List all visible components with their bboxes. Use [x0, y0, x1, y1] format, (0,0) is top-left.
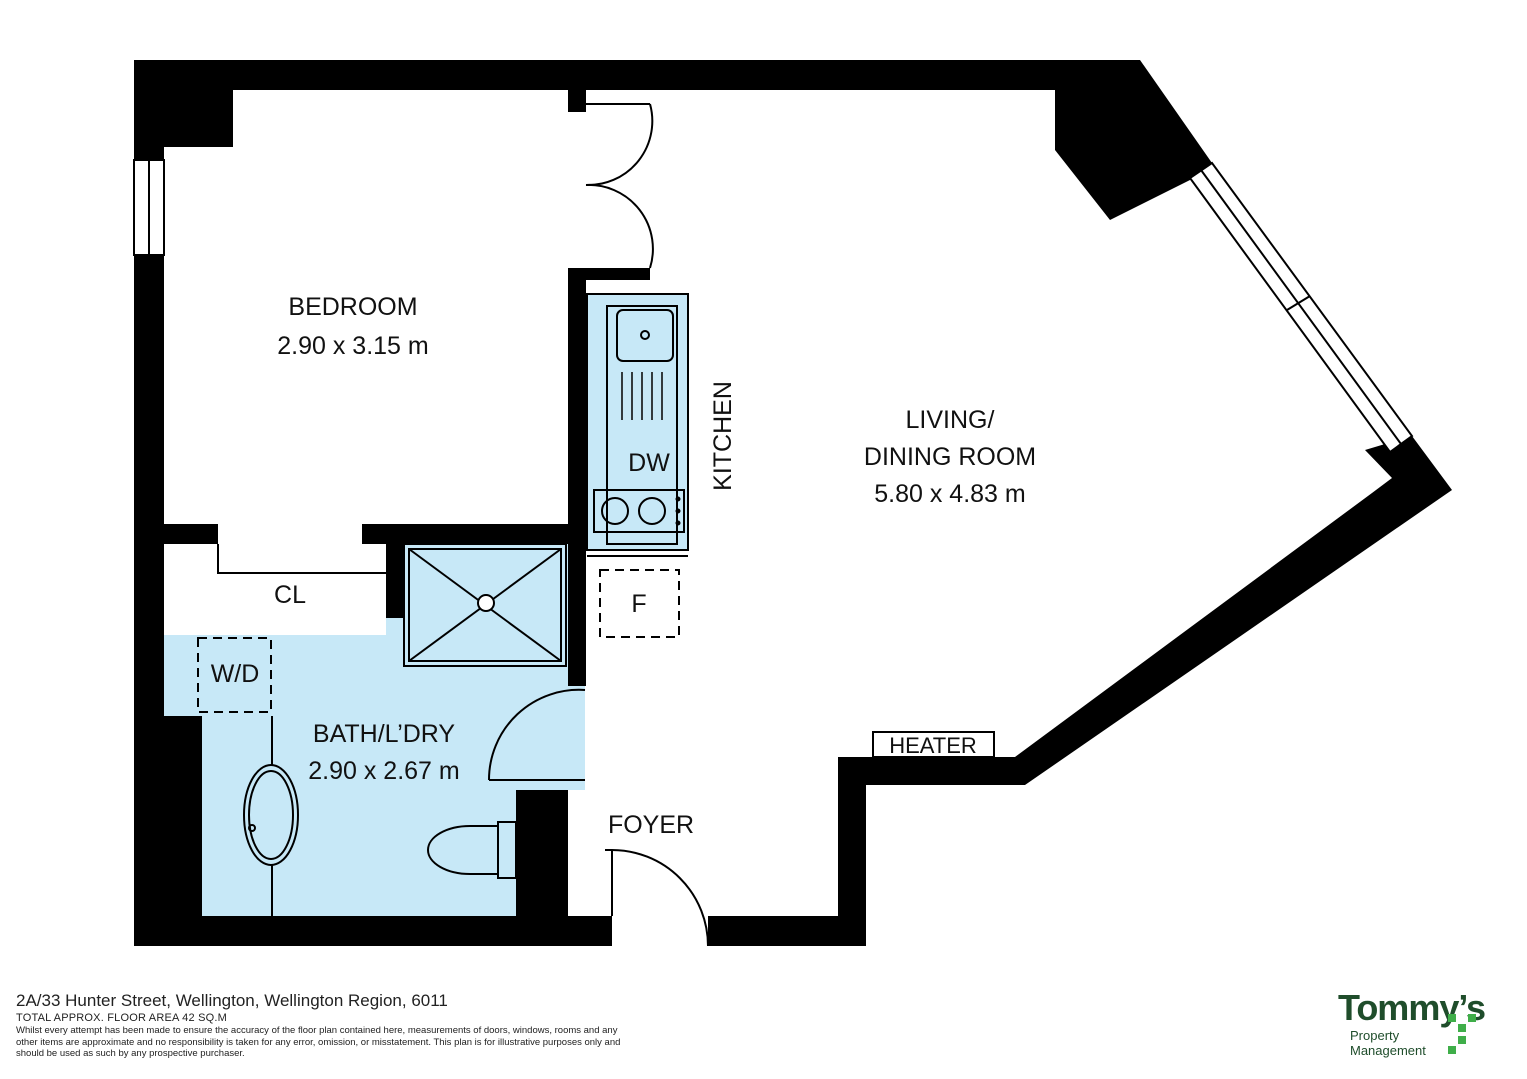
bath-door-wall — [516, 790, 568, 804]
toilet-icon — [427, 821, 517, 879]
walls — [134, 60, 1452, 946]
washer-dryer-label: W/D — [211, 660, 260, 688]
closet-wall — [386, 544, 404, 618]
cooktop-icon — [593, 489, 685, 533]
logo-line2: Management — [1350, 1043, 1426, 1058]
drainer-icon — [621, 372, 663, 420]
outer-top-wall — [134, 60, 1212, 220]
logo-pixel-icon — [1448, 1014, 1476, 1054]
bottom-right-wall — [708, 436, 1452, 946]
kitchen-counter — [587, 294, 688, 550]
kitchen-name: KITCHEN — [709, 381, 737, 491]
heater-outline — [872, 731, 995, 758]
fridge-outline — [599, 569, 680, 638]
fridge-label: F — [631, 590, 646, 618]
plan-footer: 2A/33 Hunter Street, Wellington, Welling… — [16, 990, 716, 1060]
basin-icon — [243, 716, 299, 916]
floor-area: TOTAL APPROX. FLOOR AREA 42 SQ.M — [16, 1012, 227, 1024]
property-address: 2A/33 Hunter Street, Wellington, Welling… — [16, 991, 448, 1010]
bath-size: 2.90 x 2.67 m — [308, 757, 459, 785]
bedroom-door[interactable] — [585, 103, 654, 269]
partition-cap — [568, 268, 650, 280]
bedroom-kitchen-partition — [568, 268, 586, 550]
bath-door[interactable] — [487, 688, 586, 781]
bedroom-name: BEDROOM — [288, 293, 417, 321]
bath-right-wall — [568, 544, 586, 686]
sink-icon — [616, 309, 674, 362]
dishwasher-label: DW — [628, 449, 670, 477]
logo-name: Tommy’s — [1338, 987, 1486, 1028]
windows — [133, 159, 1414, 454]
logo-line1: Property — [1350, 1028, 1400, 1043]
living-size: 5.80 x 4.83 m — [874, 480, 1025, 508]
brand-logo: Tommy’s Property Management — [1338, 988, 1513, 1068]
washer-dryer-outline — [197, 637, 272, 713]
disclaimer: Whilst every attempt has been made to en… — [16, 1025, 621, 1059]
heater-label: HEATER — [889, 733, 977, 758]
living-name-line1: LIVING/ — [906, 406, 995, 434]
bedroom-size: 2.90 x 3.15 m — [277, 332, 428, 360]
closet-name: CL — [274, 581, 306, 609]
bedroom-bottom-wall — [362, 524, 586, 544]
shower-icon — [403, 543, 567, 667]
bath-name: BATH/L’DRY — [313, 720, 456, 748]
outer-left-wall — [134, 255, 218, 635]
kitchen-fixtures — [586, 293, 689, 557]
floor-plan: BEDROOM 2.90 x 3.15 m LIVING/ DINING ROO… — [133, 60, 1452, 947]
entry-door[interactable] — [605, 849, 709, 947]
living-name-line2: DINING ROOM — [864, 443, 1036, 471]
closet-outline — [217, 544, 386, 574]
foyer-name: FOYER — [608, 811, 694, 839]
outer-left-wall-lower — [134, 635, 612, 946]
